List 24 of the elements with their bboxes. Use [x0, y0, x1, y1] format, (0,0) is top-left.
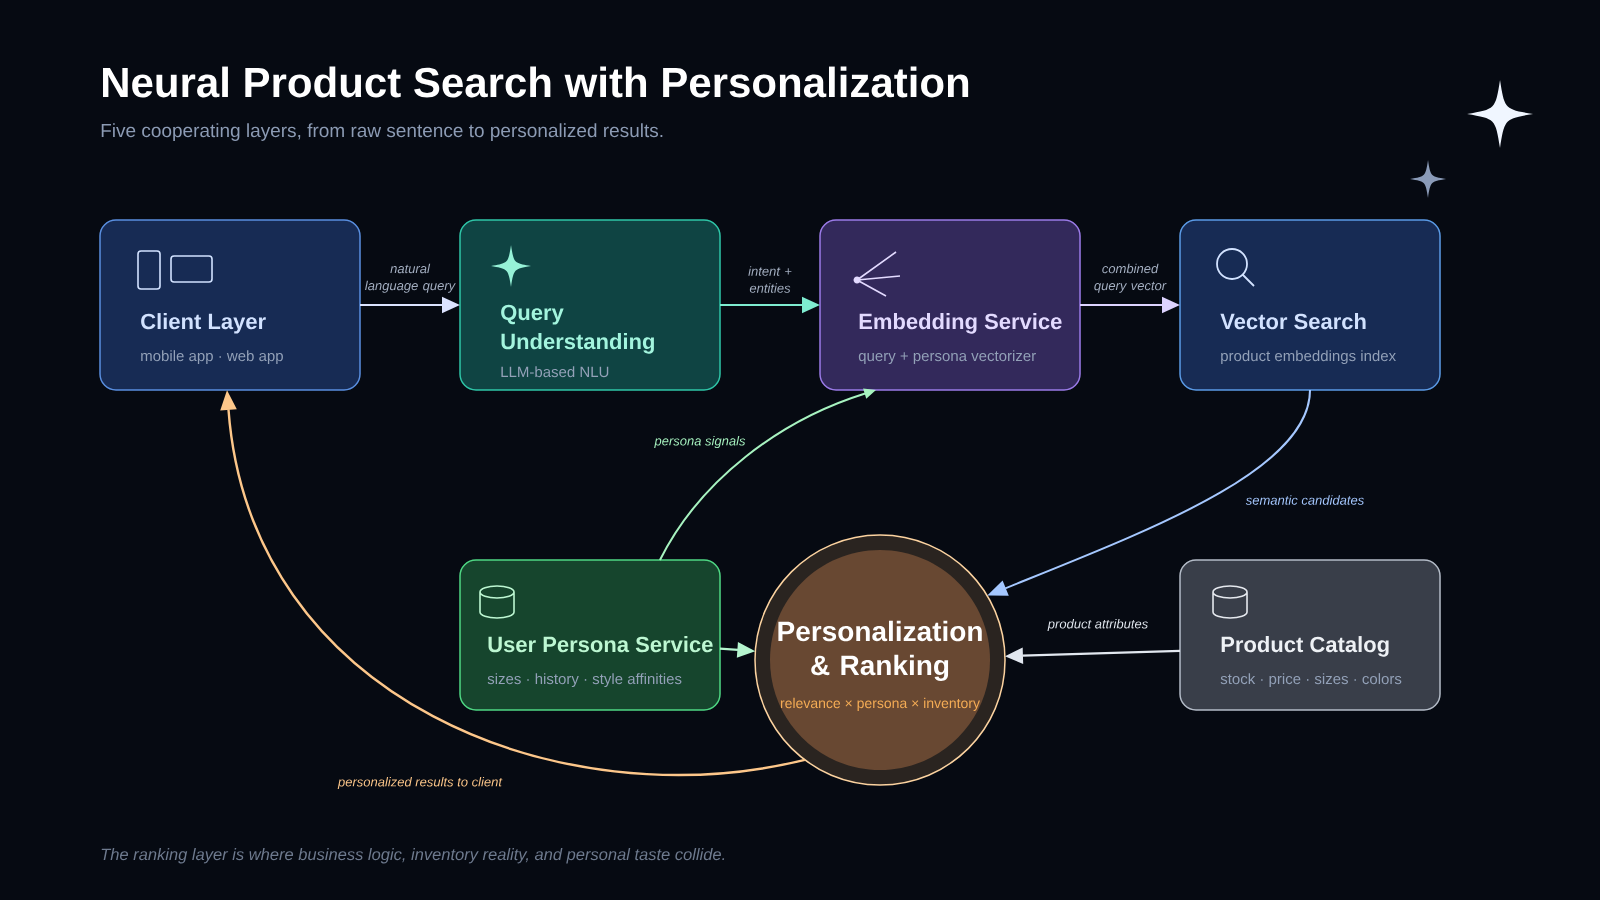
service-description: stock · price · sizes · colors [1220, 673, 1402, 688]
edge-label: natural language query [365, 263, 456, 293]
service-description: product embeddings index [1221, 350, 1396, 365]
subtitle: Five cooperating layers, from raw sentence to personalized results. [101, 123, 663, 141]
service-description: query + persona vectorizer [858, 350, 1036, 365]
service-description: sizes · history · style affinities [487, 673, 682, 688]
ranking-title: Personalization & Ranking [778, 620, 982, 681]
diagram-title: Neural Product Search with Personalization [103, 66, 969, 98]
service-title: Query Understanding [501, 304, 654, 354]
caption-note: The ranking layer is where business logic, inventory reality, and personal taste collide. [101, 848, 725, 864]
service-description: LLM-based NLU [501, 366, 609, 378]
edge-label: personalized results to client [337, 776, 503, 790]
edge-label: semantic candidates [1245, 495, 1364, 505]
service-title: Embedding Service [859, 313, 1062, 334]
ranking-formula: relevance × persona × inventory [780, 697, 980, 711]
edge-label: persona signals [654, 435, 746, 449]
edge-label: product attributes [1047, 618, 1148, 632]
service-title: User Persona Service [488, 636, 713, 653]
edge-label: intent + entities [748, 266, 792, 293]
service-title: Client Layer [141, 313, 266, 334]
service-title: Vector Search [1220, 313, 1366, 330]
service-description: mobile app · web app [141, 350, 283, 365]
service-title: Product Catalog [1221, 636, 1389, 657]
edge-label: combined query vector [1094, 263, 1167, 293]
